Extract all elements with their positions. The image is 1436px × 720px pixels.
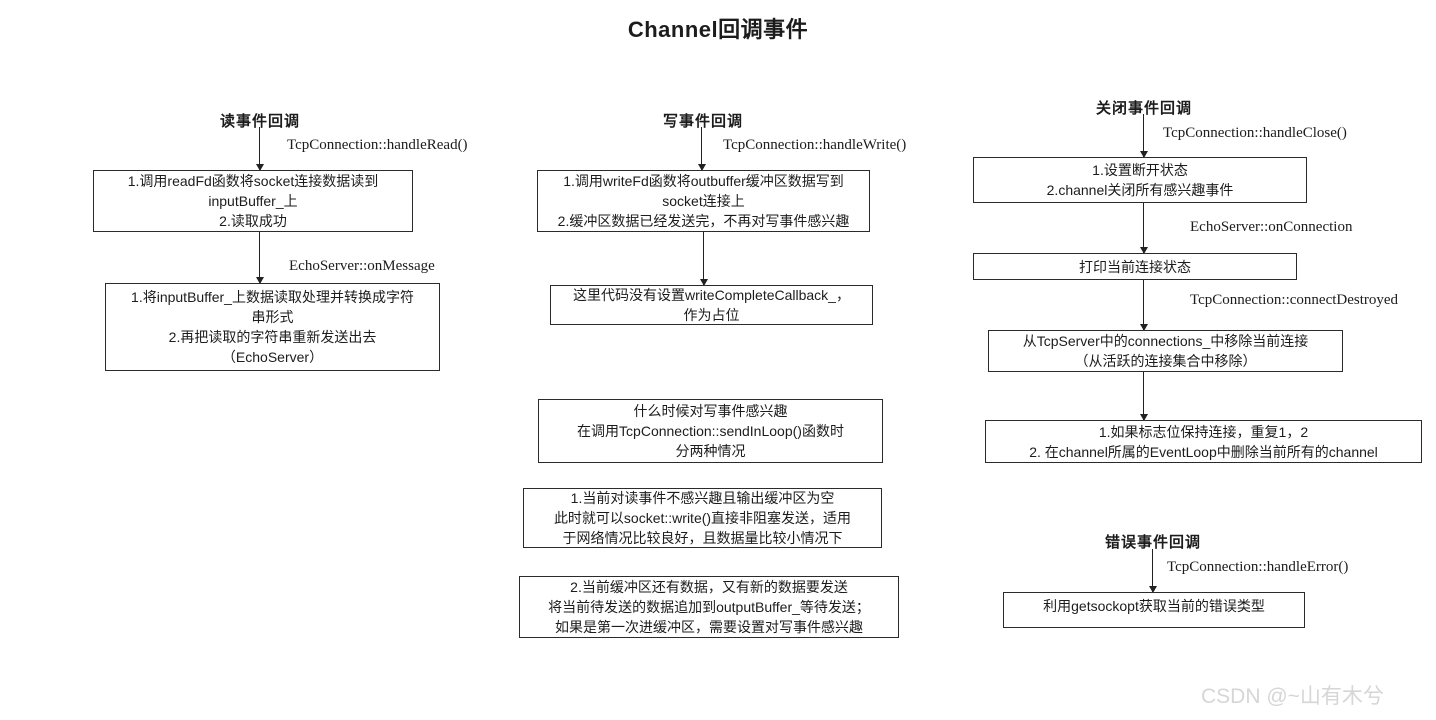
box-line: 2.再把读取的字符串重新发送出去 <box>168 329 377 345</box>
box-line: 2.channel关闭所有感兴趣事件 <box>1046 182 1234 198</box>
box-line: 1.当前对读事件不感兴趣且输出缓冲区为空 <box>570 490 835 506</box>
column-heading-read: 读事件回调 <box>220 114 301 130</box>
flow-box-read-1: 1.调用readFd函数将socket连接数据读到 inputBuffer_上 … <box>93 170 413 232</box>
box-line: 作为占位 <box>683 307 740 323</box>
flow-box-close-4: 1.如果标志位保持连接，重复1，2 2. 在channel所属的EventLoo… <box>985 420 1422 463</box>
arrow-label-handle-write: TcpConnection::handleWrite() <box>723 137 907 153</box>
box-line: 1.调用writeFd函数将outbuffer缓冲区数据写到 <box>563 173 844 189</box>
box-line: 将当前待发送的数据追加到outputBuffer_等待发送； <box>548 599 870 615</box>
flow-arrow <box>699 232 708 286</box>
box-line: 在调用TcpConnection::sendInLoop()函数时 <box>577 423 844 439</box>
column-heading-close: 关闭事件回调 <box>1096 101 1193 117</box>
box-line: （从活跃的连接集合中移除） <box>1074 353 1257 369</box>
box-line: socket连接上 <box>662 193 745 209</box>
box-line: 1.设置断开状态 <box>1092 162 1188 178</box>
column-heading-write: 写事件回调 <box>663 114 744 130</box>
arrow-label-on-connection: EchoServer::onConnection <box>1190 219 1353 235</box>
flow-arrow <box>1148 549 1157 593</box>
flow-box-close-1: 1.设置断开状态 2.channel关闭所有感兴趣事件 <box>973 157 1307 203</box>
box-line: 1.如果标志位保持连接，重复1，2 <box>1098 423 1309 440</box>
flow-arrow <box>255 127 264 171</box>
flow-box-write-1: 1.调用writeFd函数将outbuffer缓冲区数据写到 socket连接上… <box>537 170 870 232</box>
box-line: 此时就可以socket::write()直接非阻塞发送，适用 <box>553 510 852 526</box>
flow-box-write-2: 这里代码没有设置writeCompleteCallback_， 作为占位 <box>550 285 873 325</box>
box-line: 什么时候对写事件感兴趣 <box>633 403 788 419</box>
box-line: 从TcpServer中的connections_中移除当前连接 <box>1022 333 1309 349</box>
box-line: 如果是第一次进缓冲区，需要设置对写事件感兴趣 <box>555 619 863 635</box>
box-line: 这里代码没有设置writeCompleteCallback_， <box>573 287 850 303</box>
box-line: 2.读取成功 <box>219 213 287 229</box>
column-heading-error: 错误事件回调 <box>1105 535 1202 551</box>
flow-arrow <box>1139 114 1148 158</box>
flow-box-close-2: 打印当前连接状态 <box>973 253 1297 280</box>
box-line: 1.调用readFd函数将socket连接数据读到 <box>127 173 379 189</box>
box-line: （EchoServer） <box>221 349 324 365</box>
flow-box-error-1: 利用getsockopt获取当前的错误类型 <box>1003 592 1305 628</box>
flow-box-read-2: 1.将inputBuffer_上数据读取处理并转换成字符 串形式 2.再把读取的… <box>105 283 440 371</box>
box-line: 串形式 <box>251 309 294 325</box>
flow-box-write-4: 1.当前对读事件不感兴趣且输出缓冲区为空 此时就可以socket::write(… <box>523 488 882 548</box>
box-line: 2.缓冲区数据已经发送完，不再对写事件感兴趣 <box>557 213 850 229</box>
flow-arrow <box>1139 280 1148 331</box>
box-line: 利用getsockopt获取当前的错误类型 <box>1043 598 1265 614</box>
arrow-label-connect-destroyed: TcpConnection::connectDestroyed <box>1190 292 1399 308</box>
flow-arrow <box>255 232 264 284</box>
box-line: 分两种情况 <box>675 443 746 459</box>
box-line: 打印当前连接状态 <box>1079 258 1191 275</box>
arrow-label-handle-close: TcpConnection::handleClose() <box>1163 125 1347 141</box>
flow-arrow <box>1139 203 1148 254</box>
watermark: CSDN @~山有木兮 <box>1201 685 1384 708</box>
flow-box-write-3: 什么时候对写事件感兴趣 在调用TcpConnection::sendInLoop… <box>538 399 883 463</box>
box-line: 2. 在channel所属的EventLoop中删除当前所有的channel <box>1029 443 1378 460</box>
box-line: inputBuffer_上 <box>208 193 298 209</box>
flow-box-write-5: 2.当前缓冲区还有数据，又有新的数据要发送 将当前待发送的数据追加到output… <box>519 576 899 638</box>
arrow-label-handle-error: TcpConnection::handleError() <box>1167 559 1349 575</box>
flow-arrow <box>1139 372 1148 421</box>
box-line: 于网络情况比较良好，且数据量比较小情况下 <box>562 530 843 546</box>
flow-box-close-3: 从TcpServer中的connections_中移除当前连接 （从活跃的连接集… <box>988 330 1343 372</box>
box-line: 1.将inputBuffer_上数据读取处理并转换成字符 <box>131 289 414 305</box>
arrow-label-handle-read: TcpConnection::handleRead() <box>287 137 468 153</box>
box-line: 2.当前缓冲区还有数据，又有新的数据要发送 <box>570 579 848 595</box>
flow-arrow <box>697 127 706 171</box>
diagram-title: Channel回调事件 <box>627 17 809 42</box>
arrow-label-on-message: EchoServer::onMessage <box>289 258 435 274</box>
